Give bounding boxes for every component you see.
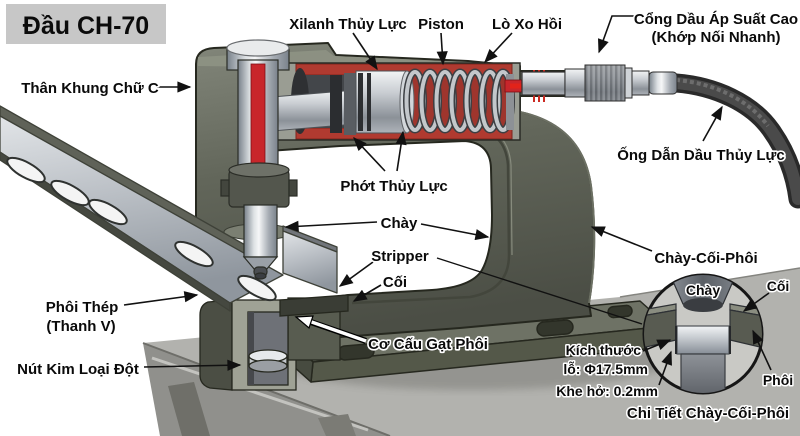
label-die: Cối <box>383 274 407 291</box>
label-stripper: Stripper <box>371 248 429 265</box>
stripper-plate <box>279 294 349 317</box>
quick-coupler <box>564 64 678 102</box>
label-piston: Piston <box>418 16 464 33</box>
die-block <box>199 294 349 391</box>
ram-assembly <box>220 39 298 280</box>
detail-inset <box>642 273 772 395</box>
inset-label-hole-size-line2: lỗ: Φ17.5mm <box>563 361 648 377</box>
hydraulic-cylinder <box>252 62 566 141</box>
die-bore <box>247 311 289 386</box>
label-punch-die-workpiece: Chày-Cối-Phôi <box>654 250 757 267</box>
punched-holes <box>6 156 277 302</box>
label-hydraulic-seal: Phớt Thủy Lực <box>340 178 447 195</box>
high-pressure-port <box>521 71 566 96</box>
label-workpiece-line2: (Thanh V) <box>46 318 115 335</box>
label-punch: Chày <box>381 215 418 232</box>
inset-label-workpiece: Phôi <box>763 372 793 388</box>
inset-workpiece <box>676 325 730 355</box>
inset-caption: Chi Tiết Chày-Cối-Phôi <box>627 405 789 422</box>
callout-leaders <box>123 15 723 371</box>
label-slug-ejector: Cơ Cấu Gạt Phôi <box>368 336 488 353</box>
inset-punch <box>667 275 739 305</box>
inset-die <box>644 303 762 349</box>
punch-tool <box>242 204 279 280</box>
diagram-title: Đầu CH-70 <box>6 4 166 44</box>
callout-labels: Xilanh Thủy Lực Piston Lò Xo Hồi Cổng Dầ… <box>16 9 800 423</box>
label-workpiece-line1: Phôi Thép <box>46 299 119 316</box>
inset-label-hole-size-line1: Kích thước <box>566 342 642 358</box>
hydraulic-hose <box>666 73 800 209</box>
label-c-frame: Thân Khung Chữ C <box>21 80 159 97</box>
metal-slug <box>248 349 288 373</box>
label-pressure-port-line2: (Khớp Nối Nhanh) <box>652 29 781 46</box>
page-title: Đầu CH-70 <box>23 12 149 40</box>
label-metal-slug: Nút Kim Loại Đột <box>17 361 139 378</box>
label-hydraulic-cylinder: Xilanh Thủy Lực <box>289 16 407 33</box>
label-hydraulic-hose: Ống Dẫn Dầu Thủy Lực <box>617 146 785 164</box>
table-leg <box>168 382 210 436</box>
v-bar-flange <box>282 230 338 294</box>
detail-connector-line <box>436 257 643 325</box>
inset-label-die: Cối <box>767 278 790 294</box>
inset-label-clearance: Khe hở: 0.2mm <box>556 383 658 399</box>
inset-bore <box>680 353 726 393</box>
inset-label-punch: Chày <box>686 282 720 298</box>
hydraulic-seal-rings <box>330 75 342 133</box>
table-leg <box>318 414 356 436</box>
label-pressure-port-line1: Cổng Dầu Áp Suất Cao <box>634 11 798 28</box>
ejector-arrow <box>294 315 367 344</box>
label-return-spring: Lò Xo Hồi <box>492 16 562 33</box>
v-bar-workpiece <box>0 105 338 312</box>
